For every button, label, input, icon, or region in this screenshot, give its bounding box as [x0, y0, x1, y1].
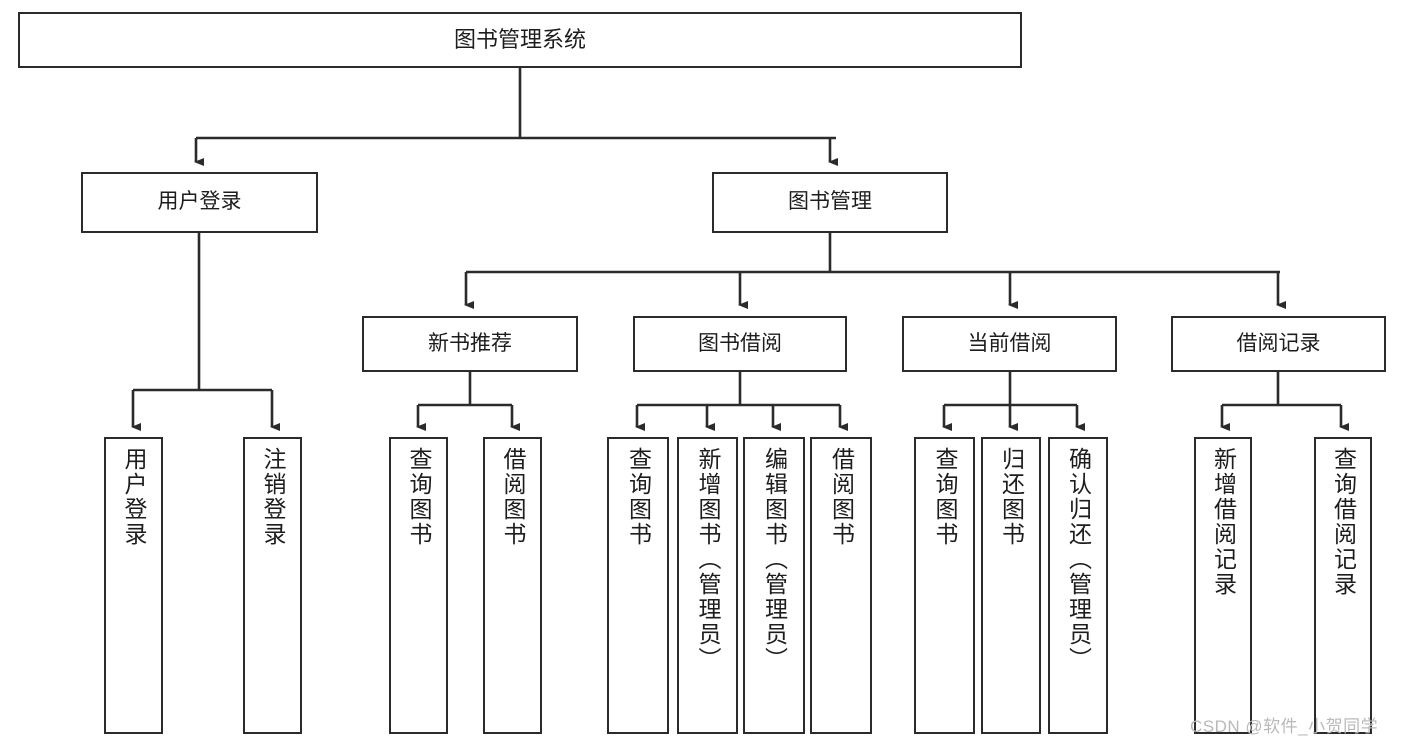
leaf-logout[interactable]: 注销登录	[243, 437, 302, 734]
node-user-login[interactable]: 用户登录	[81, 172, 318, 233]
leaf-add-borrow-record[interactable]: 新增借阅记录	[1194, 437, 1252, 734]
leaf-query-borrow-record[interactable]: 查询借阅记录	[1314, 437, 1372, 734]
node-label: 归还图书	[998, 447, 1025, 547]
node-label: 图书管理系统	[453, 27, 586, 53]
leaf-return-book[interactable]: 归还图书	[981, 437, 1041, 734]
leaf-query-book-borrow[interactable]: 查询图书	[607, 437, 669, 734]
leaf-add-book-admin[interactable]: 新增图书（管理员）	[677, 437, 738, 734]
node-new-book-recommend[interactable]: 新书推荐	[362, 316, 578, 372]
node-label: 新增图书（管理员）	[695, 447, 721, 672]
node-borrow-record[interactable]: 借阅记录	[1171, 316, 1386, 372]
csdn-watermark: CSDN @软件_小贺同学	[1190, 717, 1379, 736]
node-label: 查询借阅记录	[1330, 447, 1357, 597]
leaf-borrow-book-recommend[interactable]: 借阅图书	[483, 437, 542, 734]
node-label: 用户登录	[157, 190, 242, 214]
node-label: 查询图书	[932, 447, 958, 547]
node-current-borrow[interactable]: 当前借阅	[902, 316, 1117, 372]
node-label: 新增借阅记录	[1210, 447, 1237, 597]
node-book-management[interactable]: 图书管理	[712, 172, 948, 233]
node-label: 借阅图书	[500, 447, 526, 547]
leaf-borrow-book[interactable]: 借阅图书	[810, 437, 872, 734]
leaf-query-book-current[interactable]: 查询图书	[914, 437, 975, 734]
leaf-edit-book-admin[interactable]: 编辑图书（管理员）	[743, 437, 805, 734]
node-book-borrow[interactable]: 图书借阅	[633, 316, 847, 372]
node-label: 编辑图书（管理员）	[761, 447, 788, 672]
node-label: 借阅记录	[1236, 331, 1321, 355]
node-label: 查询图书	[625, 447, 652, 547]
leaf-query-book-recommend[interactable]: 查询图书	[389, 437, 448, 734]
node-label: 确认归还（管理员）	[1065, 447, 1092, 672]
node-label: 借阅图书	[828, 447, 855, 547]
node-label: 新书推荐	[428, 331, 512, 355]
leaf-confirm-return-admin[interactable]: 确认归还（管理员）	[1048, 437, 1108, 734]
node-label: 当前借阅	[967, 331, 1052, 355]
node-root-system[interactable]: 图书管理系统	[18, 12, 1022, 68]
node-label: 用户登录	[121, 447, 147, 547]
node-label: 查询图书	[406, 447, 432, 547]
node-label: 注销登录	[260, 447, 286, 547]
node-label: 图书借阅	[698, 331, 782, 355]
node-label: 图书管理	[788, 190, 872, 214]
leaf-user-login[interactable]: 用户登录	[104, 437, 163, 734]
